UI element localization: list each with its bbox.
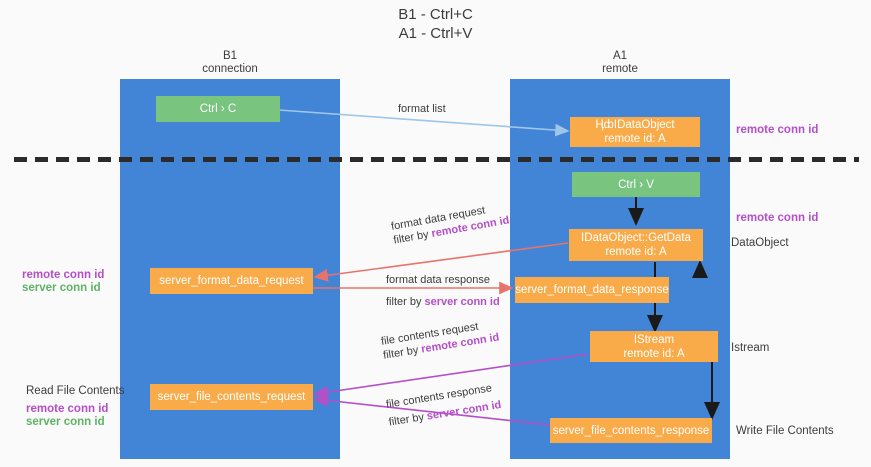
margin-left-remote-conn-id-bottom: remote conn id bbox=[26, 403, 109, 415]
arrow-file-contents-response bbox=[313, 394, 551, 426]
node-idataobject-top-line2: remote id: A bbox=[604, 133, 666, 145]
node-server-file-contents-request-label: server_file_contents_request bbox=[157, 391, 306, 403]
arrow-format-data-request bbox=[313, 242, 569, 282]
flow-label-format-list: format list bbox=[398, 103, 446, 115]
node-server-file-contents-request[interactable]: server_file_contents_request bbox=[150, 384, 313, 410]
margin-right-remote-conn-id-mid: remote conn id bbox=[736, 212, 819, 224]
margin-left-read-file-contents: Read File Contents bbox=[26, 385, 125, 397]
column-header-a1-sub: remote bbox=[602, 63, 638, 75]
node-server-file-contents-response-label: server_file_contents_response bbox=[552, 424, 710, 437]
node-ctrl-v-label: Ctrl › V bbox=[618, 178, 654, 191]
phase-divider bbox=[14, 157, 859, 162]
node-idataobject-top-line1: ӉȸIDataObject bbox=[595, 119, 675, 131]
title-line-1: B1 - Ctrl+C bbox=[398, 6, 473, 23]
node-server-format-data-request-label: server_format_data_request bbox=[159, 275, 304, 287]
margin-left-server-conn-id-bottom: server conn id bbox=[26, 416, 105, 428]
node-server-file-contents-response[interactable]: server_file_contents_response bbox=[550, 418, 712, 443]
arrow-format-list bbox=[278, 109, 570, 137]
node-server-format-data-response[interactable]: server_format_data_response bbox=[515, 277, 669, 303]
filter-prefix: filter by bbox=[386, 296, 425, 308]
column-header-a1: A1 remote bbox=[510, 50, 730, 76]
node-istream-line1: IStream bbox=[633, 333, 675, 346]
node-server-format-data-response-label: server_format_data_response bbox=[515, 284, 669, 296]
page-title: B1 - Ctrl+C A1 - Ctrl+V bbox=[0, 5, 871, 43]
column-header-b1: B1 connection bbox=[120, 50, 340, 76]
column-header-b1-name: B1 bbox=[222, 50, 238, 62]
column-header-a1-name: A1 bbox=[612, 50, 628, 62]
margin-left-remote-conn-id-mid: remote conn id bbox=[22, 269, 105, 281]
flow-label-format-data-response-filter: filter by server conn id bbox=[386, 295, 500, 309]
node-getdata-line1: IDataObject::GetData bbox=[581, 232, 691, 244]
node-ctrl-c[interactable]: Ctrl › C bbox=[156, 96, 280, 122]
node-ctrl-v[interactable]: Ctrl › V bbox=[572, 172, 700, 197]
arrow-file-contents-request bbox=[313, 353, 589, 399]
node-idataobject-top[interactable]: ӉȸIDataObject remote id: A bbox=[570, 117, 700, 147]
flow-label-format-data-response: format data response filter by server co… bbox=[386, 273, 500, 309]
node-getdata-line2: remote id: A bbox=[605, 246, 667, 258]
node-idataobject-getdata[interactable]: IDataObject::GetData remote id: A bbox=[569, 229, 703, 261]
margin-right-remote-conn-id-top: remote conn id bbox=[736, 124, 819, 136]
title-line-2: A1 - Ctrl+V bbox=[398, 25, 473, 42]
margin-left-server-conn-id-mid: server conn id bbox=[22, 282, 101, 294]
margin-right-write-file-contents: Write File Contents bbox=[736, 425, 834, 437]
node-server-format-data-request[interactable]: server_format_data_request bbox=[150, 268, 313, 294]
margin-right-dataobject: DataObject bbox=[731, 237, 789, 249]
flow-label-format-data-response-main: format data response bbox=[386, 274, 490, 286]
node-ctrl-c-label: Ctrl › C bbox=[199, 103, 237, 115]
node-istream[interactable]: IStream remote id: A bbox=[590, 331, 718, 362]
node-istream-line2: remote id: A bbox=[623, 347, 685, 360]
column-header-b1-sub: connection bbox=[202, 63, 258, 75]
margin-right-istream: Istream bbox=[731, 342, 770, 354]
filter-key-server-conn-id: server conn id bbox=[424, 296, 500, 308]
